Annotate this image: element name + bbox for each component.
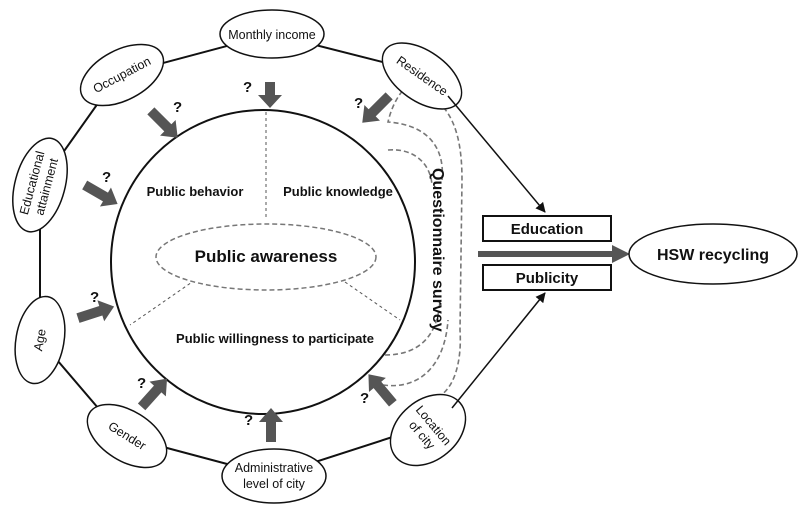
question-mark: ?	[360, 390, 369, 407]
hsw-recycling-node: HSW recycling	[628, 223, 798, 285]
svg-text:Publicity: Publicity	[516, 270, 579, 287]
factor-educational-attainment: Educational attainment	[12, 137, 68, 233]
arrow-location	[368, 374, 397, 407]
arrow-educational-attainment	[82, 180, 118, 207]
arrow-age	[76, 300, 115, 323]
awareness-ellipse	[155, 223, 377, 291]
factor-monthly-income: Monthly income	[219, 9, 325, 59]
factor-age: Age	[14, 295, 66, 385]
factor-occupation: Occupation	[79, 43, 165, 107]
arrow-monthly-income	[258, 82, 282, 108]
question-mark: ?	[90, 289, 99, 306]
arrow-occupation	[147, 107, 178, 138]
question-mark: ?	[173, 99, 182, 116]
survey-label: Questionnaire survey	[429, 168, 446, 332]
location-to-publicity-line	[451, 292, 546, 409]
residence-to-education-line	[447, 95, 546, 213]
public-behavior-label: Public behavior	[147, 184, 244, 199]
question-mark: ?	[354, 95, 363, 112]
svg-text:level of city: level of city	[243, 477, 306, 491]
arrow-administrative	[259, 408, 283, 442]
public-knowledge-label: Public knowledge	[283, 184, 393, 199]
influence-arrows	[76, 82, 397, 442]
svg-text:Age: Age	[31, 328, 49, 352]
svg-text:HSW recycling: HSW recycling	[657, 247, 769, 264]
question-mark: ?	[243, 79, 252, 96]
recycling-arrow	[478, 245, 630, 263]
factor-administrative-level: Administrative level of city	[221, 448, 327, 504]
factor-gender: Gender	[86, 403, 168, 469]
arrow-gender	[137, 378, 168, 411]
arrow-residence	[362, 92, 393, 123]
publicity-box: Publicity	[482, 264, 612, 291]
question-mark: ?	[102, 169, 111, 186]
question-mark: ?	[137, 375, 146, 392]
unknown-markers: ? ? ? ? ? ? ? ?	[90, 79, 369, 429]
svg-text:Monthly income: Monthly income	[228, 28, 316, 42]
question-mark: ?	[244, 412, 253, 429]
education-box: Education	[482, 215, 612, 242]
factor-residence: Residence	[381, 42, 463, 110]
circle-dividers	[129, 112, 401, 326]
public-willingness-label: Public willingness to participate	[176, 331, 374, 346]
svg-text:Education: Education	[511, 221, 584, 238]
factor-location-of-city: Location of city	[389, 393, 467, 467]
svg-text:Administrative: Administrative	[235, 461, 314, 475]
public-awareness-label: Public awareness	[195, 247, 338, 266]
